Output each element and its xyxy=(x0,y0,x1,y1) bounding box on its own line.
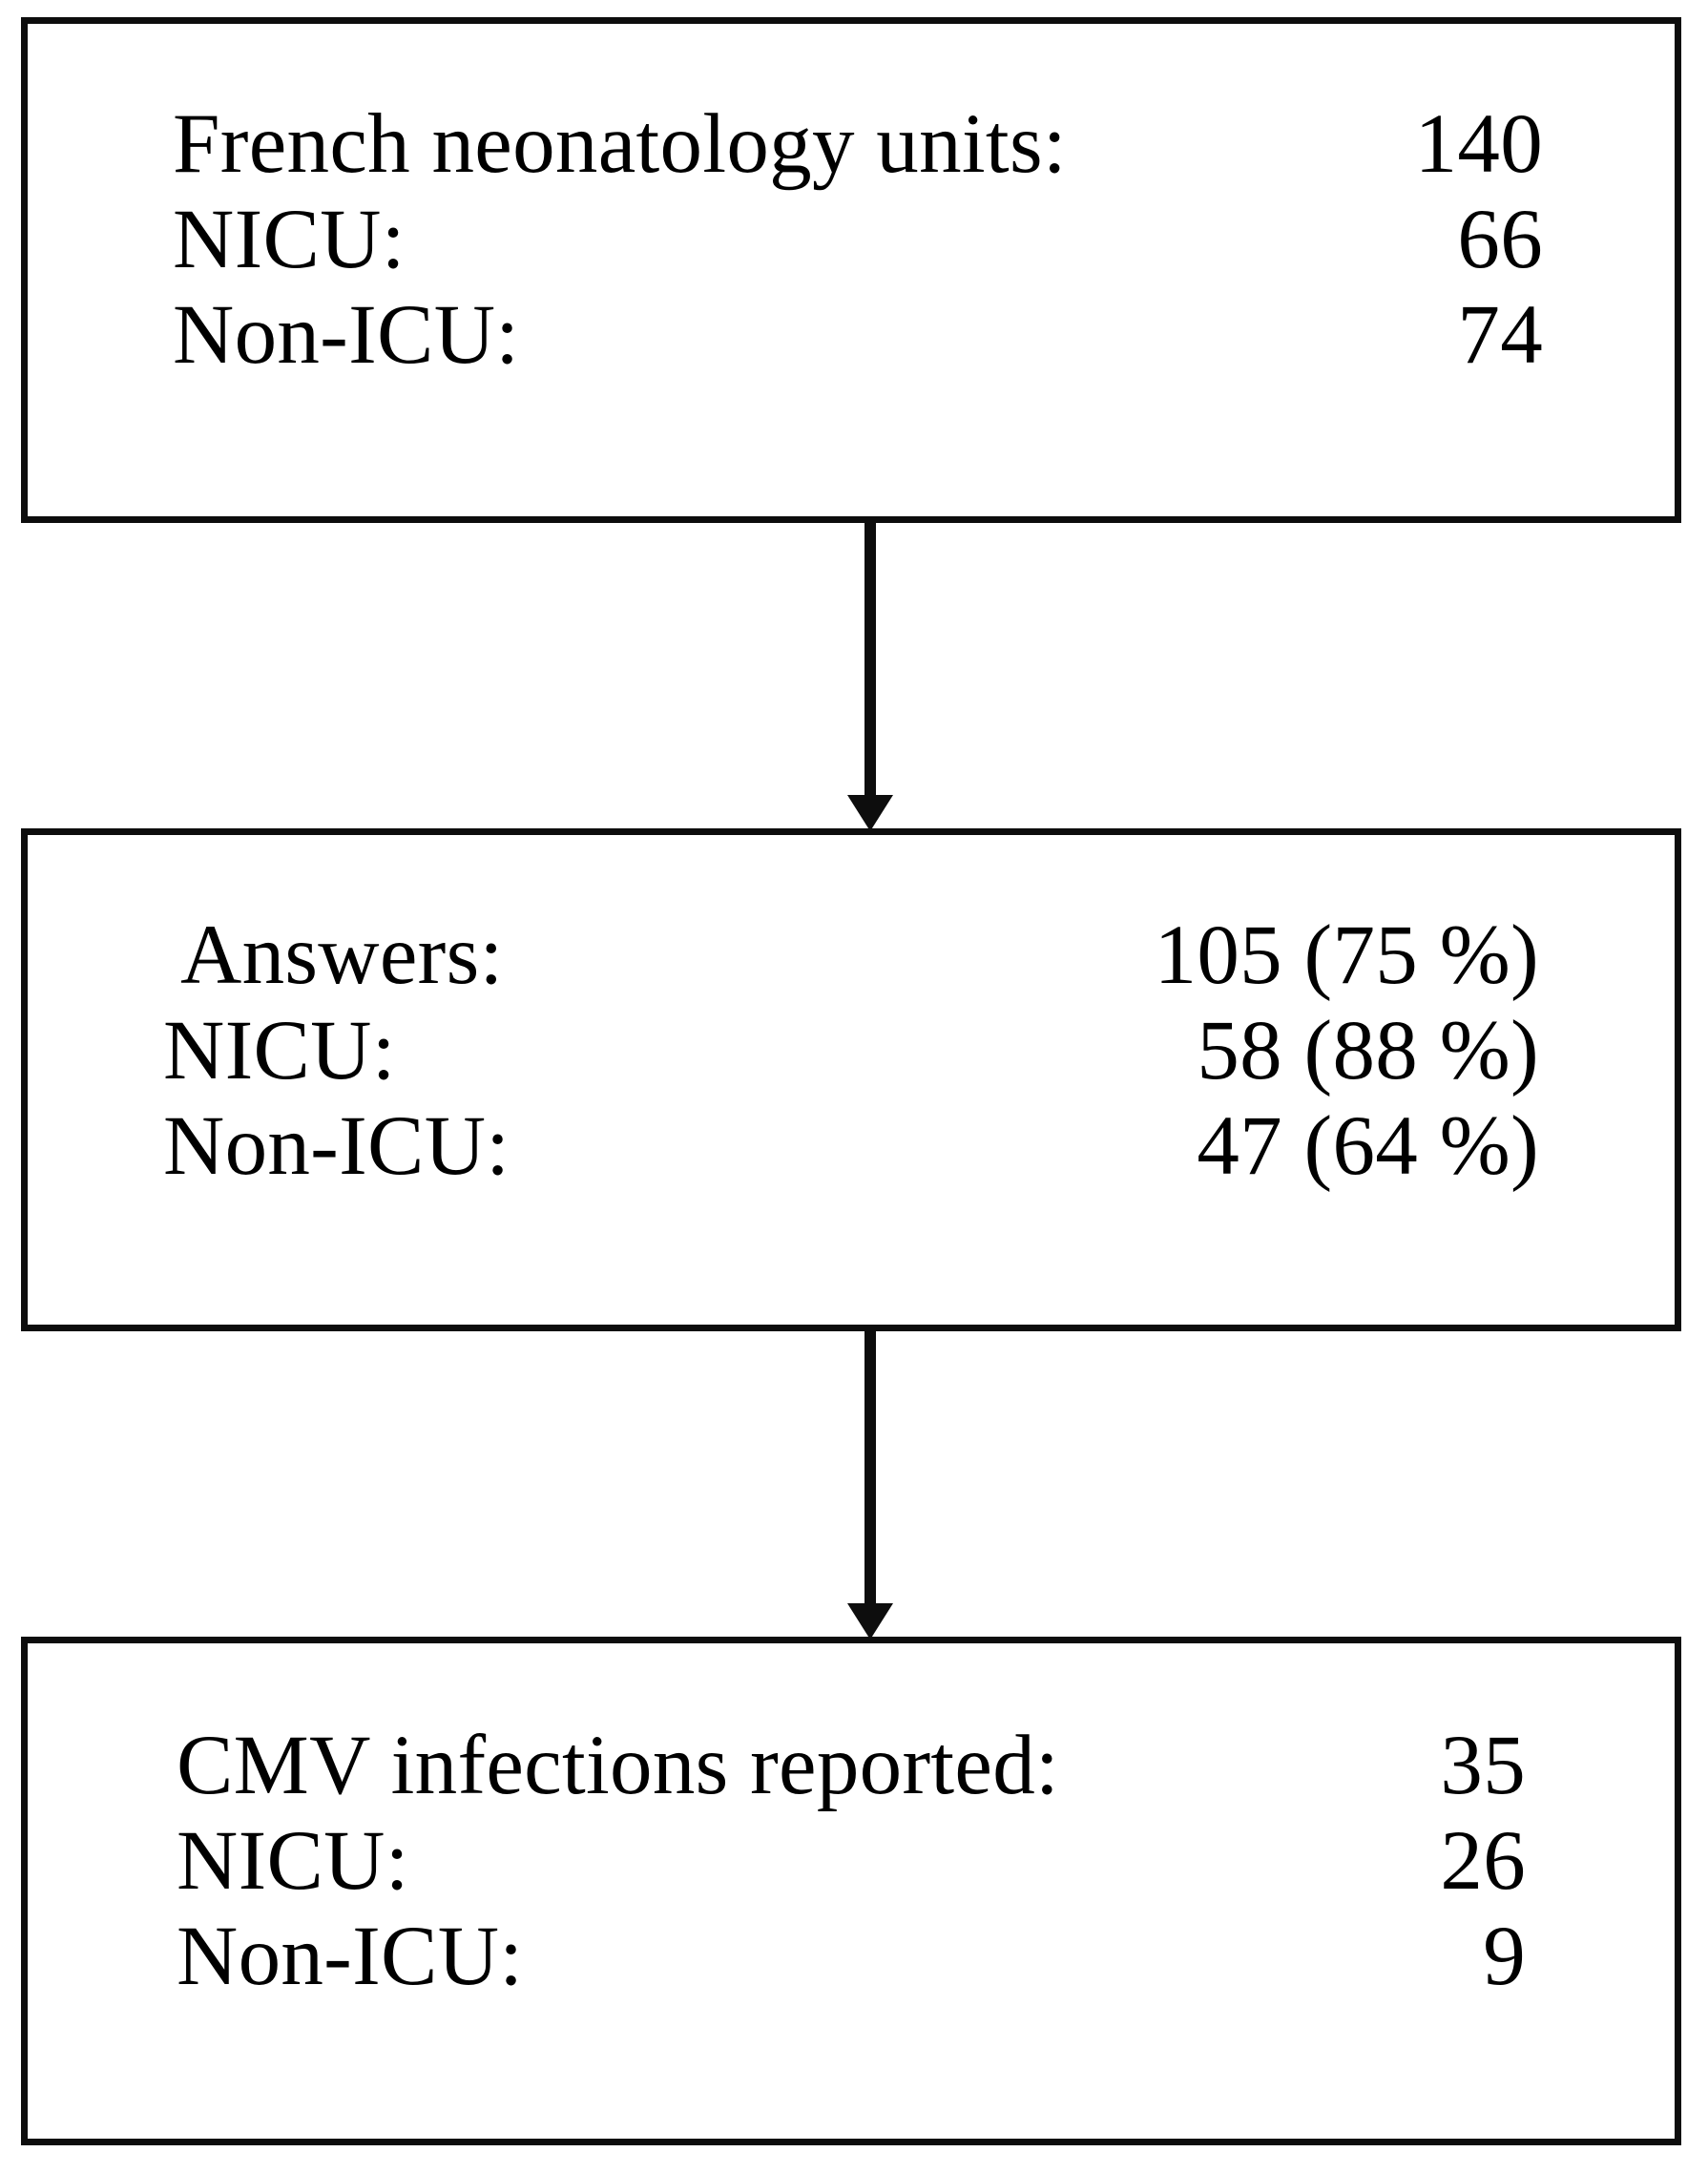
table-row: NICU: 66 xyxy=(173,192,1543,287)
row-value: 9 xyxy=(1483,1910,1526,2003)
box-3-rows: CMV infections reported: 35 NICU: 26 Non… xyxy=(177,1718,1526,2004)
arrow-box2-to-box3 xyxy=(847,1328,893,1640)
row-label: Answers: xyxy=(180,909,504,1002)
row-label: Non-ICU: xyxy=(163,1099,510,1193)
arrow-shaft xyxy=(864,1328,876,1604)
arrow-head-down-icon xyxy=(847,795,893,831)
french-neonatology-units-box: French neonatology units: 140 NICU: 66 N… xyxy=(21,17,1681,523)
box-2-rows: Answers: 105 (75 %) NICU: 58 (88 %) Non-… xyxy=(163,908,1539,1194)
cmv-infections-reported-box: CMV infections reported: 35 NICU: 26 Non… xyxy=(21,1637,1681,2145)
row-value: 35 xyxy=(1440,1719,1526,1812)
row-value: 47 (64 %) xyxy=(1197,1099,1539,1193)
arrow-box1-to-box2 xyxy=(847,520,893,831)
row-value: 74 xyxy=(1457,288,1543,382)
table-row: Non-ICU: 74 xyxy=(173,287,1543,383)
row-value: 140 xyxy=(1414,97,1543,191)
row-value: 26 xyxy=(1440,1814,1526,1908)
row-label: NICU: xyxy=(177,1814,409,1908)
box-1-rows: French neonatology units: 140 NICU: 66 N… xyxy=(173,96,1543,383)
row-label: Non-ICU: xyxy=(173,288,520,382)
table-row: French neonatology units: 140 xyxy=(173,96,1543,192)
row-label: NICU: xyxy=(173,193,406,286)
row-label: CMV infections reported: xyxy=(177,1719,1060,1812)
table-row: Non-ICU: 47 (64 %) xyxy=(163,1098,1539,1194)
table-row: Non-ICU: 9 xyxy=(177,1909,1526,2004)
row-label: NICU: xyxy=(163,1004,396,1097)
table-row: Answers: 105 (75 %) xyxy=(163,908,1539,1003)
row-value: 105 (75 %) xyxy=(1154,909,1539,1002)
table-row: NICU: 26 xyxy=(177,1813,1526,1909)
table-row: NICU: 58 (88 %) xyxy=(163,1003,1539,1098)
row-label: Non-ICU: xyxy=(177,1910,524,2003)
arrow-shaft xyxy=(864,520,876,796)
row-label: French neonatology units: xyxy=(173,97,1067,191)
row-value: 58 (88 %) xyxy=(1197,1004,1539,1097)
arrow-head-down-icon xyxy=(847,1603,893,1640)
row-value: 66 xyxy=(1457,193,1543,286)
table-row: CMV infections reported: 35 xyxy=(177,1718,1526,1813)
answers-box: Answers: 105 (75 %) NICU: 58 (88 %) Non-… xyxy=(21,828,1681,1331)
